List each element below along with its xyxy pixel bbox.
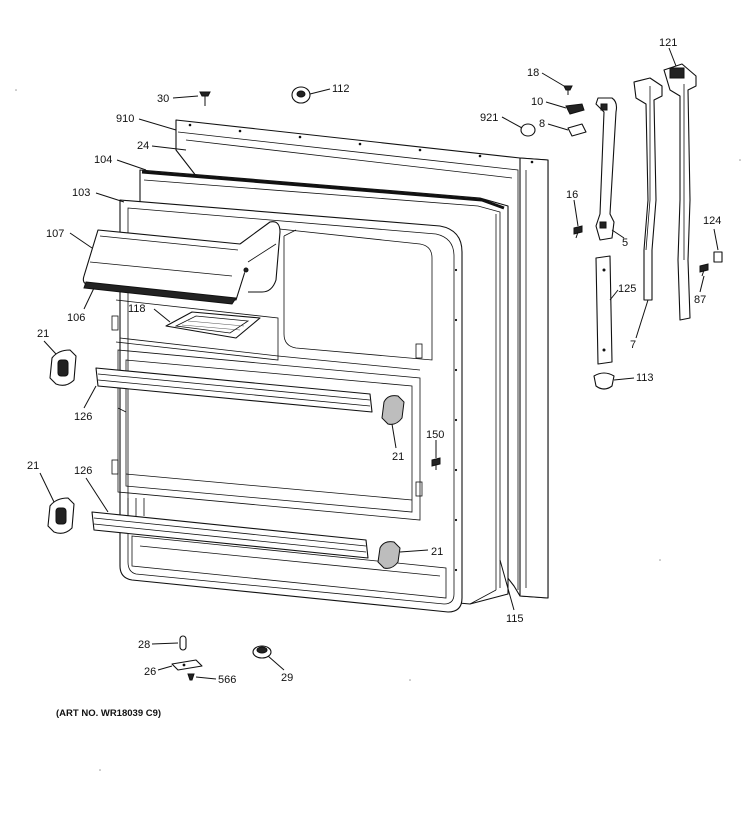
callout-21-lower-left: 21 xyxy=(27,460,39,472)
screw-150 xyxy=(431,457,441,470)
callout-121: 121 xyxy=(659,37,677,49)
shelf-end-cap-left-lower xyxy=(47,497,75,534)
callout-113: 113 xyxy=(636,372,654,384)
callout-150: 150 xyxy=(426,429,444,441)
door-shelf-lower xyxy=(91,498,369,559)
callout-910: 910 xyxy=(116,113,134,125)
callout-112: 112 xyxy=(332,83,350,95)
handle-mount-5 xyxy=(595,97,618,241)
handle-7 xyxy=(633,77,663,301)
bracket-26 xyxy=(171,659,203,671)
butter-tray xyxy=(165,311,261,339)
callout-107: 107 xyxy=(46,228,64,240)
screw-16 xyxy=(573,225,583,239)
callout-21-upper-right: 21 xyxy=(392,451,404,463)
door-shelf-upper xyxy=(95,367,373,413)
cap-921 xyxy=(520,123,536,137)
inner-door-liner xyxy=(111,199,463,613)
shelf-end-cap-left-upper xyxy=(49,349,77,386)
leader-lines xyxy=(39,47,719,680)
callout-87: 87 xyxy=(694,294,706,306)
callout-21-lower-right: 21 xyxy=(431,546,443,558)
callout-18: 18 xyxy=(527,67,539,79)
handle-121 xyxy=(663,63,697,321)
bushing-8 xyxy=(567,123,587,137)
callout-labels: 30 112 910 24 104 103 107 106 118 21 126… xyxy=(27,37,721,719)
pin-28 xyxy=(179,635,187,651)
callout-28: 28 xyxy=(138,639,150,651)
callout-103: 103 xyxy=(72,187,90,199)
callout-126-upper: 126 xyxy=(74,411,92,423)
art-number-note: (ART NO. WR18039 C9) xyxy=(56,708,161,719)
callout-566: 566 xyxy=(218,674,236,686)
callout-126-lower: 126 xyxy=(74,465,92,477)
scan-specks xyxy=(15,89,741,771)
screw-18 xyxy=(563,85,573,95)
plug-112 xyxy=(291,86,311,104)
callout-26: 26 xyxy=(144,666,156,678)
callout-10: 10 xyxy=(531,96,543,108)
callout-24: 24 xyxy=(137,140,149,152)
callout-7: 7 xyxy=(630,339,636,351)
callout-106: 106 xyxy=(67,312,85,324)
callout-115: 115 xyxy=(506,613,524,625)
screw-30 xyxy=(199,91,211,106)
shelf-end-cap-right-lower xyxy=(377,541,401,569)
callout-21-upper-left: 21 xyxy=(37,328,49,340)
callout-124: 124 xyxy=(703,215,721,227)
hinge-pin-10 xyxy=(565,103,585,115)
handle-cap-125 xyxy=(595,255,613,365)
callout-921: 921 xyxy=(480,112,498,124)
dairy-compartment-door xyxy=(82,221,281,305)
callout-16: 16 xyxy=(566,189,578,201)
callout-29: 29 xyxy=(281,672,293,684)
callout-30: 30 xyxy=(157,93,169,105)
shelf-end-cap-right-upper xyxy=(381,395,405,425)
callout-5: 5 xyxy=(622,237,628,249)
callout-104: 104 xyxy=(94,154,112,166)
bushing-29 xyxy=(252,645,272,659)
screw-87 xyxy=(699,263,709,277)
screw-124 xyxy=(713,251,723,263)
callout-8: 8 xyxy=(539,118,545,130)
callout-125: 125 xyxy=(618,283,636,295)
callout-118: 118 xyxy=(128,303,146,315)
screw-566 xyxy=(187,673,195,681)
plug-113 xyxy=(593,372,615,390)
